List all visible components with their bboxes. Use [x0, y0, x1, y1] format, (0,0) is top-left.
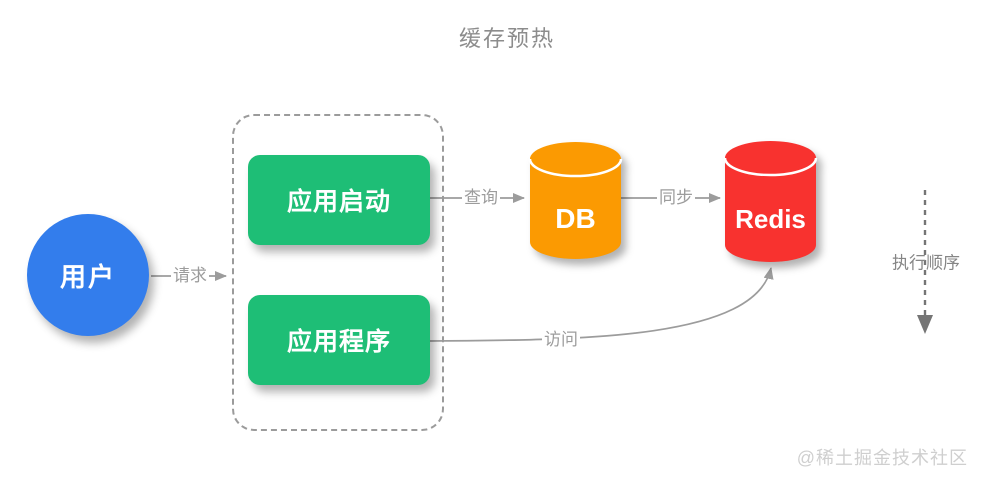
db-cylinder-shape [528, 142, 623, 259]
redis-cylinder-rim [723, 157, 818, 177]
redis-cylinder-body [725, 141, 816, 262]
app-program-node: 应用程序 [248, 295, 430, 385]
watermark: @稀土掘金技术社区 [796, 448, 968, 468]
request-edge-label: 请求 [171, 265, 209, 287]
db-cylinder-body [530, 142, 621, 259]
execution-order-arrowhead [917, 315, 933, 334]
user-label: 用户 [59, 261, 116, 292]
query-edge-label: 查询 [462, 187, 500, 209]
access-edge-label: 访问 [542, 329, 580, 351]
execution-order-label: 执行顺序 [892, 253, 960, 273]
db-cylinder-rim [528, 158, 623, 178]
app-start-label: 应用启动 [286, 188, 391, 216]
redis-node: Redis [723, 141, 818, 262]
db-node: DB [528, 142, 623, 259]
page-title: 缓存预热 [458, 26, 556, 51]
redis-label: Redis [735, 204, 806, 234]
app-group-container [232, 114, 444, 431]
app-start-node: 应用启动 [248, 155, 430, 245]
db-label: DB [555, 203, 596, 234]
access-arrow [429, 267, 774, 342]
app-program-label: 应用程序 [286, 328, 391, 356]
user-node: 用户 [27, 214, 149, 336]
redis-cylinder-shape [723, 141, 818, 262]
sync-edge-label: 同步 [657, 187, 695, 209]
